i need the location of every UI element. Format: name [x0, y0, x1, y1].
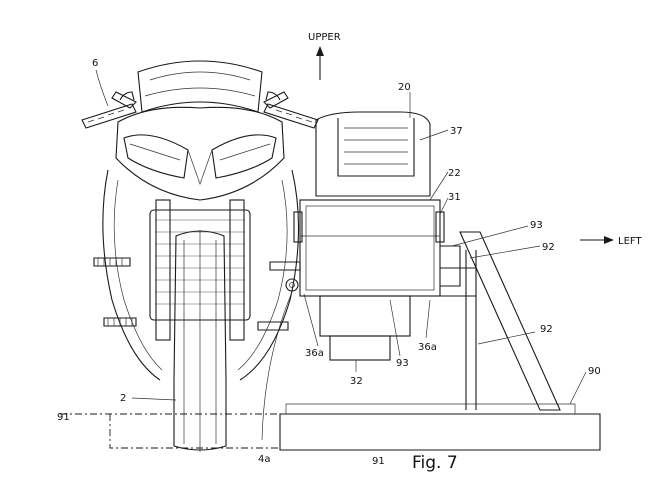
upper-label: UPPER	[308, 32, 341, 43]
label-91-bottom: 91	[372, 456, 385, 467]
left-direction-arrow	[580, 236, 614, 244]
motorcycle-front-view	[82, 61, 318, 452]
label-2: 2	[120, 393, 126, 404]
label-36a-left: 36a	[305, 348, 324, 359]
label-4a: 4a	[258, 454, 271, 465]
label-32: 32	[350, 376, 363, 387]
label-93-lower: 93	[396, 358, 409, 369]
label-93-upper: 93	[530, 220, 543, 231]
reference-labels: 6 20 37 22 31 93 92 92 90 36a 36a 32 93 …	[57, 58, 601, 467]
label-37: 37	[450, 126, 463, 137]
figure-caption: Fig. 7	[412, 453, 458, 473]
upper-direction-arrow	[316, 46, 324, 80]
label-6: 6	[92, 58, 98, 69]
label-91-left: 91	[57, 412, 70, 423]
label-92-upper: 92	[542, 242, 555, 253]
battery-unit-20	[294, 112, 460, 360]
label-36a-right: 36a	[418, 342, 437, 353]
label-20: 20	[398, 82, 411, 93]
left-label: LEFT	[618, 236, 642, 247]
stand-frame-92	[440, 232, 560, 410]
label-31: 31	[448, 192, 461, 203]
label-22: 22	[448, 168, 461, 179]
label-90: 90	[588, 366, 601, 377]
base-91	[60, 404, 600, 450]
label-92-lower: 92	[540, 324, 553, 335]
